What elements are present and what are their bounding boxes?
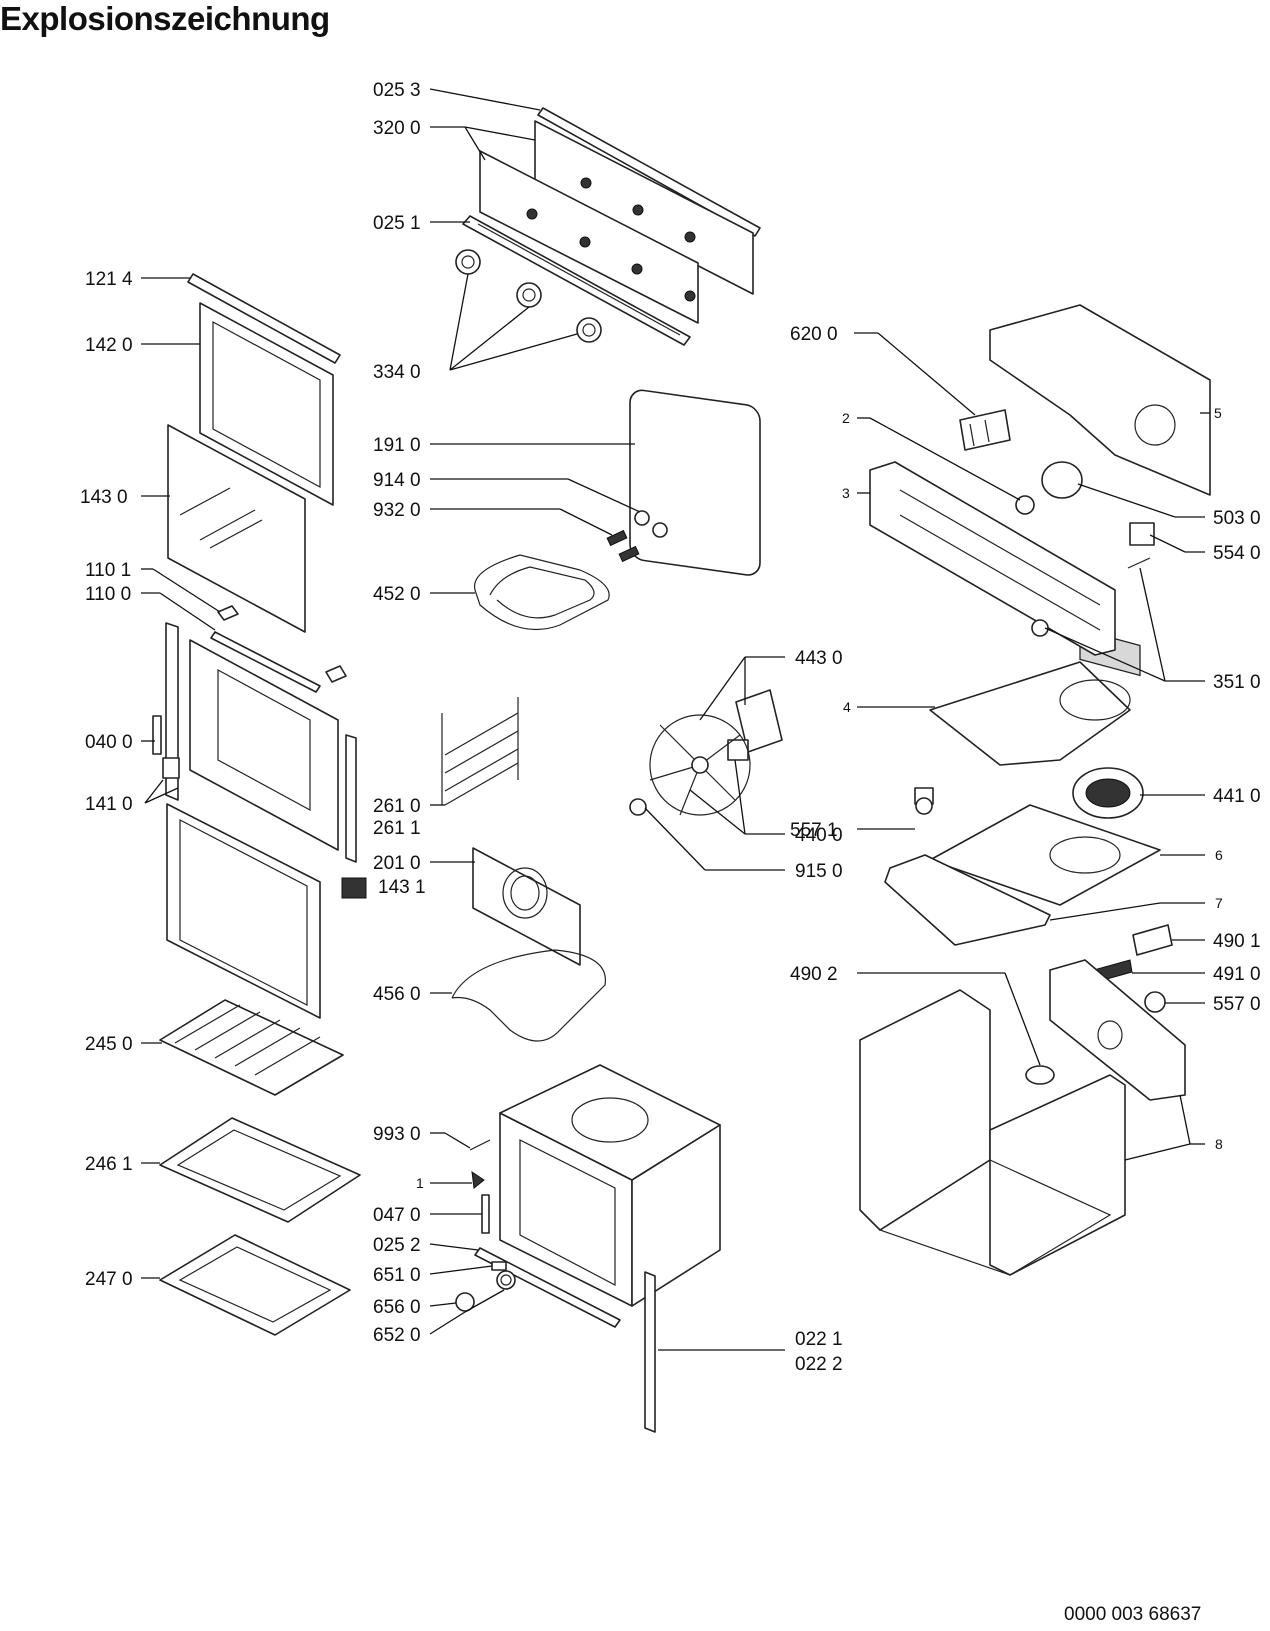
part-door-hinges xyxy=(210,605,347,693)
part-control-panel xyxy=(479,120,754,324)
label-557-0: 557 0 xyxy=(1213,994,1261,1015)
part-thermostat-557-1 xyxy=(914,787,934,815)
label-491-0: 491 0 xyxy=(1213,964,1261,985)
part-side-rail xyxy=(644,1271,656,1433)
label-110-0: 110 0 xyxy=(85,584,131,605)
label-993-0: 993 0 xyxy=(373,1124,421,1145)
part-bottom-plate-6 xyxy=(929,804,1161,906)
label-2: 2 xyxy=(842,410,850,426)
part-inner-glass-pane xyxy=(167,424,306,633)
part-nuts-springs xyxy=(606,510,668,563)
part-oven-cavity xyxy=(499,1064,721,1307)
label-656-0: 656 0 xyxy=(373,1297,421,1318)
label-441-0: 441 0 xyxy=(1213,786,1261,807)
part-motor-503 xyxy=(1041,461,1083,499)
part-bottom-plate-7 xyxy=(884,854,1051,946)
label-3: 3 xyxy=(842,485,850,501)
part-control-knobs xyxy=(455,249,602,343)
part-thermostat-557-0 xyxy=(1144,991,1166,1013)
label-443-0: 443 0 xyxy=(795,648,843,669)
page-title: Explosionszeichnung xyxy=(0,0,330,37)
part-trim-strip-bottom xyxy=(474,1247,621,1328)
part-shelf-guides xyxy=(441,697,519,806)
label-191-0: 191 0 xyxy=(373,435,421,456)
part-top-plate xyxy=(929,661,1131,766)
label-320-0: 320 0 xyxy=(373,118,421,139)
label-246-1: 246 1 xyxy=(85,1154,133,1175)
part-oven-grid xyxy=(159,999,344,1096)
label-8: 8 xyxy=(1215,1136,1223,1152)
label-620-0: 620 0 xyxy=(790,324,838,345)
label-554-0: 554 0 xyxy=(1213,543,1261,564)
part-fan-housing xyxy=(1072,767,1144,819)
part-outer-casing xyxy=(859,959,1186,1276)
label-022-1: 022 1 xyxy=(795,1329,843,1350)
label-490-2: 490 2 xyxy=(790,964,838,985)
label-040-0: 040 0 xyxy=(85,732,133,753)
part-bracket-040 xyxy=(152,715,180,779)
label-557-1: 557 1 xyxy=(790,820,838,841)
label-025-2: 025 2 xyxy=(373,1235,421,1256)
label-025-1: 025 1 xyxy=(373,213,421,234)
label-932-0: 932 0 xyxy=(373,500,421,521)
label-142-0: 142 0 xyxy=(85,335,133,356)
label-915-0: 915 0 xyxy=(795,861,843,882)
label-247-0: 247 0 xyxy=(85,1269,133,1290)
label-351-0: 351 0 xyxy=(1213,672,1261,693)
part-baking-tray xyxy=(159,1117,361,1223)
label-143-0: 143 0 xyxy=(80,487,128,508)
part-door-outer-glass xyxy=(199,302,334,506)
part-knob-small xyxy=(1031,557,1151,637)
part-door-frame xyxy=(165,622,357,863)
label-022-2: 022 2 xyxy=(795,1354,843,1375)
label-5: 5 xyxy=(1214,405,1222,421)
label-4: 4 xyxy=(843,699,851,715)
part-fan-motor xyxy=(727,689,783,761)
part-front-frame xyxy=(869,461,1116,656)
label-143-1: 143 1 xyxy=(378,877,426,898)
part-inner-door-frame xyxy=(166,803,321,1019)
part-trim-strip-top xyxy=(537,107,761,237)
label-201-0: 201 0 xyxy=(373,853,421,874)
label-914-0: 914 0 xyxy=(373,470,421,491)
label-334-0: 334 0 xyxy=(373,362,421,383)
label-651-0: 651 0 xyxy=(373,1265,421,1286)
part-timer-knob xyxy=(1015,495,1035,515)
label-141-0: 141 0 xyxy=(85,794,133,815)
part-labels: 025 3 320 0 025 1 121 4 142 0 334 0 620 … xyxy=(80,80,1261,1375)
part-trim-strip-lower xyxy=(462,215,691,346)
part-switch-490-1 xyxy=(1132,924,1173,956)
label-6: 6 xyxy=(1215,847,1223,863)
part-fan-wheel xyxy=(629,714,751,816)
label-7: 7 xyxy=(1215,895,1223,911)
part-top-heating-element xyxy=(473,554,610,631)
part-deep-pan xyxy=(159,1234,351,1336)
label-456-0: 456 0 xyxy=(373,984,421,1005)
part-lamp-assembly xyxy=(455,1261,516,1312)
document-number: 0000 003 68637 xyxy=(1064,1604,1202,1625)
label-440-0: 440 0 xyxy=(795,825,843,846)
part-oven-seal xyxy=(629,389,761,576)
label-261-0: 261 0 xyxy=(373,796,421,817)
label-490-1: 490 1 xyxy=(1213,931,1261,952)
label-047-0: 047 0 xyxy=(373,1205,421,1226)
label-245-0: 245 0 xyxy=(85,1034,133,1055)
label-1: 1 xyxy=(416,1175,424,1191)
leader-lines xyxy=(141,88,1210,1351)
part-switch-554 xyxy=(1129,522,1155,546)
label-261-1: 261 1 xyxy=(373,818,421,839)
part-door-top-profile xyxy=(187,273,341,364)
label-110-1: 110 1 xyxy=(85,560,131,581)
label-121-4: 121 4 xyxy=(85,269,133,290)
label-503-0: 503 0 xyxy=(1213,508,1261,529)
part-fan-cover xyxy=(472,847,581,966)
label-452-0: 452 0 xyxy=(373,584,421,605)
label-652-0: 652 0 xyxy=(373,1325,421,1346)
part-small-fixings xyxy=(469,1139,491,1234)
part-glass-clip xyxy=(341,877,367,899)
part-lower-heating-element xyxy=(451,949,606,1042)
part-terminal-block xyxy=(959,409,1011,451)
label-025-3: 025 3 xyxy=(373,80,421,101)
